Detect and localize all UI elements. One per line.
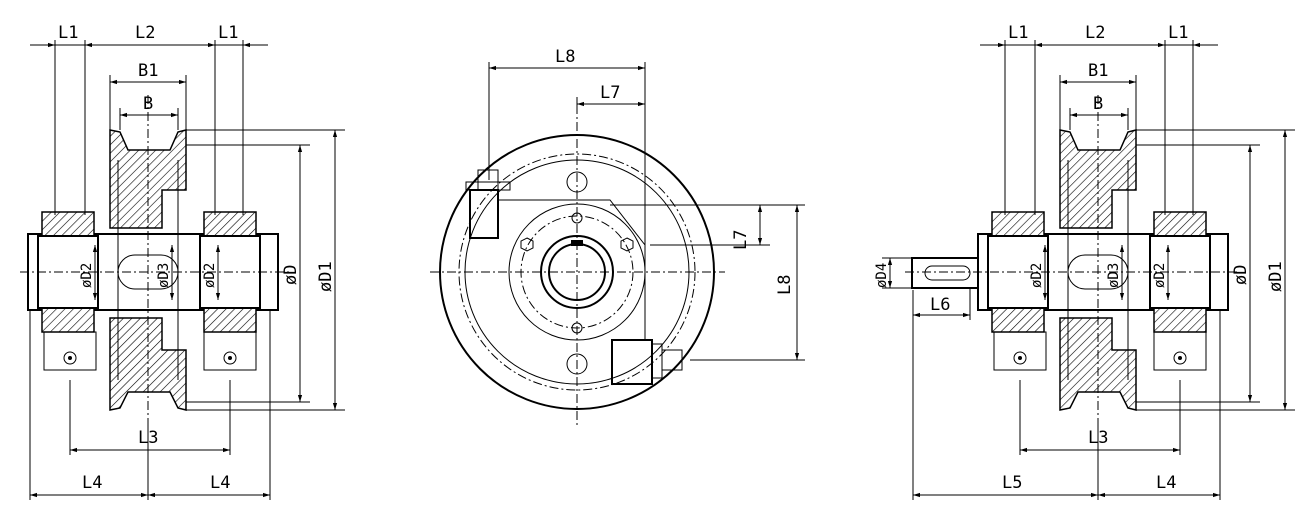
left-bearing-right [199,211,261,371]
dim-r-l3: L3 [1088,428,1108,448]
dim-r-d4: øD4 [874,263,890,288]
dim-d3: øD3 [156,263,172,288]
left-wheel-body [109,95,187,420]
dim-l7-top: L7 [600,83,620,103]
dim-l8-side: L8 [775,275,795,295]
dim-d: øD [281,265,301,285]
dim-r-b: B [1093,94,1103,114]
dim-l3: L3 [138,428,158,448]
dim-r-d2-left: øD2 [1029,263,1045,288]
center-top-bracket [465,169,646,270]
dim-r-l2: L2 [1085,23,1105,43]
center-bottom-bracket [611,270,683,385]
dim-l2: L2 [135,23,155,43]
dim-d2-left: øD2 [79,263,95,288]
dim-r-d3: øD3 [1106,263,1122,288]
dim-b1: B1 [138,61,158,81]
dim-l8-top: L8 [555,47,575,67]
dim-b: B [143,94,153,114]
right-wheel-view: L1 L2 L1 B1 B øD øD1 øD4 L6 øD2 øD3 øD2 … [874,23,1295,500]
dim-l7-side: L7 [731,230,751,250]
left-bearing-left [37,211,99,371]
right-shaft [905,233,1240,311]
left-shaft [20,233,290,311]
right-bearing-right [1149,211,1211,371]
dim-l1-left: L1 [58,23,78,43]
right-bearing-left [987,211,1049,371]
dim-r-l1-left: L1 [1008,23,1028,43]
dim-r-l6: L6 [930,295,950,315]
dim-r-d2-right: øD2 [1152,263,1168,288]
dim-r-l4: L4 [1156,473,1176,493]
dim-r-l5: L5 [1002,473,1022,493]
dim-r-d1: øD1 [1266,261,1286,292]
dim-r-l1-right: L1 [1168,23,1188,43]
dim-r-d: øD [1231,265,1251,285]
dim-d2-right: øD2 [202,263,218,288]
left-wheel-view: L1 L2 L1 B1 B øD øD1 øD2 øD3 øD2 L3 L4 L… [20,23,345,500]
dim-d1: øD1 [316,261,336,292]
dim-l4-right: L4 [210,473,230,493]
dim-l1-right: L1 [218,23,238,43]
center-wheel-view: L8 L7 L7 L8 [430,47,805,425]
right-wheel-body [1059,95,1137,420]
dim-l4-left: L4 [82,473,102,493]
dim-r-b1: B1 [1088,61,1108,81]
